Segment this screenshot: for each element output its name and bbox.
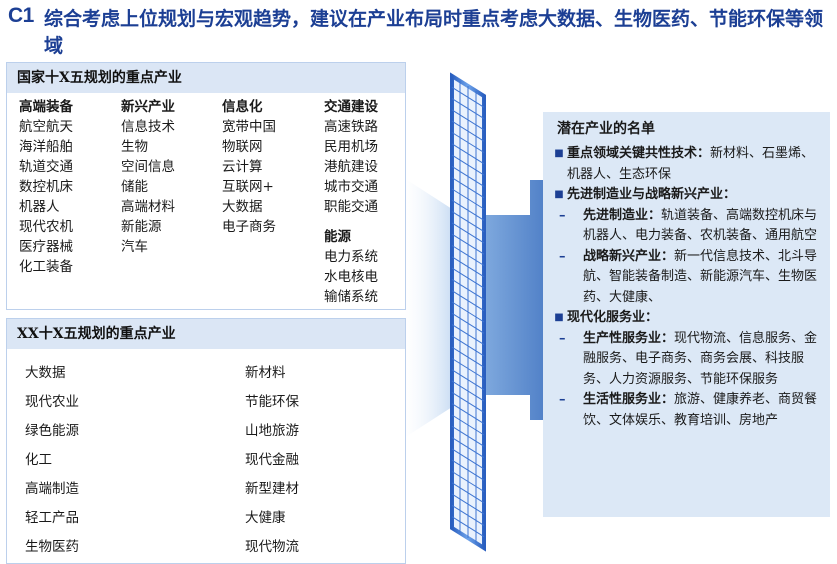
page-title: 综合考虑上位规划与宏观趋势，建议在产业布局时重点考虑大数据、生物医药、节能环保等… xyxy=(44,8,824,57)
list-item: 山地旅游 xyxy=(245,423,299,439)
list-item: 港航建设 xyxy=(324,159,378,175)
list-item: 机器人 xyxy=(19,199,60,215)
list-item: 新型建材 xyxy=(245,481,299,497)
bullet-icon: ■ xyxy=(554,148,564,159)
list-item: 化工装备 xyxy=(19,259,73,275)
national-column: 新兴产业 信息技术 生物 空间信息 储能 高端材料 新能源 汽车 xyxy=(121,97,175,257)
list-item: 高速铁路 xyxy=(324,119,378,135)
bullet-label: 先进制造业与战略新兴产业： xyxy=(567,187,737,202)
list-item: 汽车 xyxy=(121,239,148,255)
list-item: 现代物流 xyxy=(245,539,299,555)
list-item: 电力系统 xyxy=(324,249,378,265)
list-item: 城市交通 xyxy=(324,179,378,195)
local-plan-box: XX十X五规划的重点产业 大数据 现代农业 绿色能源 化工 高端制造 轻工产品 … xyxy=(6,318,406,564)
list-item: 信息技术 xyxy=(121,119,175,135)
column-heading: 高端装备 xyxy=(19,99,73,115)
list-item: 生物 xyxy=(121,139,148,155)
local-plan-title: XX十X五规划的重点产业 xyxy=(7,319,405,349)
national-plan-title: 国家十X五规划的重点产业 xyxy=(7,63,405,93)
list-item: 储能 xyxy=(121,179,148,195)
dash-icon: – xyxy=(559,207,566,223)
list-item: 轻工产品 xyxy=(25,510,79,526)
bullet-text: 现代物流、信息服务、金融服务、电子商务、商务会展、科技服务、人力资源服务、节能环… xyxy=(583,330,818,387)
bullet-icon: ■ xyxy=(554,189,564,200)
bullet-icon: ■ xyxy=(554,312,564,323)
column-heading: 能源 xyxy=(324,229,351,245)
sub-bullet-item: – 生产性服务业：现代物流、信息服务、金融服务、电子商务、商务会展、科技服务、人… xyxy=(551,329,827,391)
potential-industries-title: 潜在产业的名单 xyxy=(557,121,655,137)
bullet-label: 生活性服务业： xyxy=(583,392,675,407)
national-column: 高端装备 航空航天 海洋船舶 轨道交通 数控机床 机器人 现代农机 医疗器械 化… xyxy=(19,97,73,277)
bullet-label: 现代化服务业： xyxy=(567,310,659,325)
bullet-label: 重点领域关键共性技术： xyxy=(567,146,711,161)
list-item: 大数据 xyxy=(25,365,66,381)
list-item: 宽带中国 xyxy=(222,119,276,135)
bullet-item: ■ 重点领域关键共性技术：新材料、石墨烯、机器人、生态环保 xyxy=(551,144,827,185)
bullet-item: ■ 先进制造业与战略新兴产业： xyxy=(551,185,827,206)
national-column: 信息化 宽带中国 物联网 云计算 互联网+ 大数据 电子商务 xyxy=(222,97,276,237)
list-item: 电子商务 xyxy=(222,219,276,235)
section-badge: C1 xyxy=(8,4,34,27)
list-item: 新能源 xyxy=(121,219,162,235)
list-item: 民用机场 xyxy=(324,139,378,155)
column-heading: 信息化 xyxy=(222,99,263,115)
bullet-text: 旅游、健康养老、商贸餐饮、文体娱乐、教育培训、房地产 xyxy=(583,392,818,428)
bullet-text: 轨道装备、高端数控机床与机器人、电力装备、农机装备、通用航空 xyxy=(583,207,818,244)
bullet-label: 生产性服务业： xyxy=(583,330,675,346)
list-item: 高端制造 xyxy=(25,481,79,497)
list-item: 航空航天 xyxy=(19,119,73,135)
list-item: 高端材料 xyxy=(121,199,175,215)
list-item: 数控机床 xyxy=(19,179,73,195)
list-item: 节能环保 xyxy=(245,394,299,410)
bullet-text: 新一代信息技术、北斗导航、智能装备制造、新能源汽车、生物医药、大健康、 xyxy=(583,248,818,305)
bullet-label: 战略新兴产业： xyxy=(583,248,675,264)
list-item: 大数据 xyxy=(222,199,263,215)
list-item: 职能交通 xyxy=(324,199,378,215)
bullet-item: ■ 现代化服务业： xyxy=(551,308,827,329)
list-item: 物联网 xyxy=(222,139,263,155)
list-item: 化工 xyxy=(25,452,52,468)
list-item: 互联网+ xyxy=(222,179,274,195)
list-item: 输储系统 xyxy=(324,289,378,305)
list-item: 现代金融 xyxy=(245,452,299,468)
bullet-text: 新材料、石墨烯、机器人、生态环保 xyxy=(567,146,815,182)
dash-icon: – xyxy=(559,330,566,346)
list-item: 现代农机 xyxy=(19,219,73,235)
list-item: 云计算 xyxy=(222,159,263,175)
national-plan-box: 国家十X五规划的重点产业 高端装备 航空航天 海洋船舶 轨道交通 数控机床 机器… xyxy=(6,62,406,310)
column-heading: 交通建设 xyxy=(324,99,378,115)
dash-icon: – xyxy=(559,392,566,407)
potential-industries-panel: 潜在产业的名单 ■ 重点领域关键共性技术：新材料、石墨烯、机器人、生态环保 ■ … xyxy=(543,112,830,517)
dash-icon: – xyxy=(559,248,566,264)
list-item: 医疗器械 xyxy=(19,239,73,255)
national-column: 交通建设 高速铁路 民用机场 港航建设 城市交通 职能交通 能源 电力系统 水电… xyxy=(324,97,378,307)
list-item: 生物医药 xyxy=(25,539,79,555)
list-item: 大健康 xyxy=(245,510,286,526)
list-item: 新材料 xyxy=(245,365,286,381)
sub-bullet-item: – 战略新兴产业：新一代信息技术、北斗导航、智能装备制造、新能源汽车、生物医药、… xyxy=(551,247,827,309)
column-heading: 新兴产业 xyxy=(121,99,175,115)
list-item: 水电核电 xyxy=(324,269,378,285)
potential-industries-list: ■ 重点领域关键共性技术：新材料、石墨烯、机器人、生态环保 ■ 先进制造业与战略… xyxy=(551,144,827,431)
list-item: 轨道交通 xyxy=(19,159,73,175)
list-item: 现代农业 xyxy=(25,394,79,410)
list-item: 海洋船舶 xyxy=(19,139,73,155)
list-item: 绿色能源 xyxy=(25,423,79,439)
bullet-label: 先进制造业： xyxy=(583,207,662,223)
list-item: 空间信息 xyxy=(121,159,175,175)
sub-bullet-item: – 先进制造业：轨道装备、高端数控机床与机器人、电力装备、农机装备、通用航空 xyxy=(551,206,827,247)
sub-bullet-item: – 生活性服务业：旅游、健康养老、商贸餐饮、文体娱乐、教育培训、房地产 xyxy=(551,390,827,431)
